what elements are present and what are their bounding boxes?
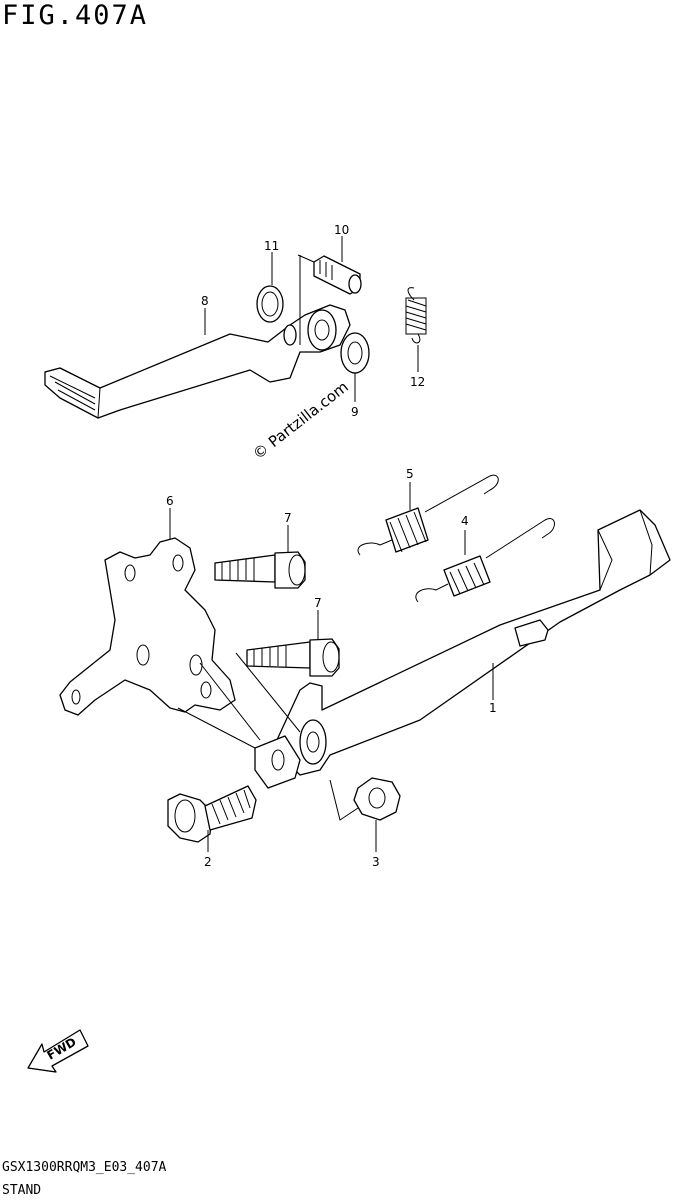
figure-title: FIG.407A bbox=[2, 0, 149, 31]
callout-2: 2 bbox=[204, 855, 212, 869]
callout-5: 5 bbox=[406, 467, 414, 481]
brake-pedal[interactable] bbox=[44, 304, 351, 419]
washer[interactable] bbox=[340, 332, 370, 374]
spring-large[interactable] bbox=[357, 474, 499, 556]
small-spring[interactable] bbox=[405, 287, 427, 344]
bolt-lower[interactable] bbox=[246, 638, 340, 677]
stand-bracket[interactable] bbox=[59, 537, 236, 716]
callout-9: 9 bbox=[351, 405, 359, 419]
callout-6: 6 bbox=[166, 494, 174, 508]
figure-code: GSX1300RRQM3_E03_407A bbox=[2, 1160, 167, 1175]
callout-3: 3 bbox=[372, 855, 380, 869]
callout-11: 11 bbox=[264, 239, 279, 253]
circlip[interactable] bbox=[256, 285, 284, 323]
bolt-upper[interactable] bbox=[214, 551, 306, 589]
side-stand[interactable] bbox=[269, 509, 671, 776]
stand-bolt[interactable] bbox=[167, 785, 257, 843]
callout-10: 10 bbox=[334, 223, 349, 237]
assembly-lines bbox=[177, 254, 359, 821]
pivot-pin[interactable] bbox=[313, 255, 362, 295]
callout-7b: 7 bbox=[314, 596, 322, 610]
figure-name: STAND bbox=[2, 1183, 42, 1198]
pivot-collar[interactable] bbox=[254, 735, 301, 789]
callout-8: 8 bbox=[201, 294, 209, 308]
fwd-arrow-icon: FWD bbox=[27, 1029, 89, 1073]
watermark: © Partzilla.com bbox=[249, 378, 351, 463]
callout-7a: 7 bbox=[284, 511, 292, 525]
leader-lines bbox=[169, 236, 494, 852]
callout-1: 1 bbox=[489, 701, 497, 715]
callout-12: 12 bbox=[410, 375, 425, 389]
callout-4: 4 bbox=[461, 514, 469, 528]
stand-nut[interactable] bbox=[353, 777, 401, 821]
spring-small[interactable] bbox=[415, 518, 555, 603]
